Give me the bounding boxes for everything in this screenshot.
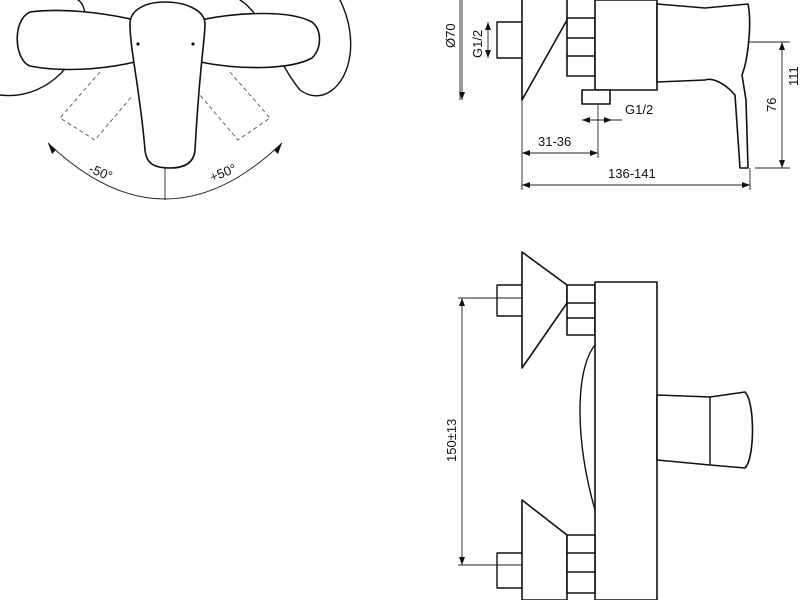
angle-left-label: -50° bbox=[87, 161, 115, 184]
lower-nut bbox=[566, 534, 596, 594]
arc-arrow-right bbox=[274, 143, 282, 154]
thread-bottom-label: G1/2 bbox=[625, 102, 653, 117]
side-body bbox=[594, 0, 658, 91]
side-outlet bbox=[581, 89, 611, 105]
side-rosette bbox=[521, 0, 568, 101]
handle-screw-right bbox=[191, 42, 195, 46]
front-view: -50° +50° bbox=[0, 0, 352, 200]
side-handle bbox=[656, 3, 751, 169]
top-body bbox=[594, 281, 658, 600]
handle-height-label: 76 bbox=[764, 98, 779, 112]
arc-arrow-left bbox=[48, 143, 56, 154]
side-view: Ø70 G1/2 G1/2 31-36 136-141 76 111 bbox=[443, 0, 800, 190]
total-height-label: 111 bbox=[786, 66, 800, 86]
offset-label: 31-36 bbox=[538, 134, 571, 149]
top-handle bbox=[656, 391, 754, 469]
rotated-handle-left bbox=[59, 71, 134, 141]
upper-nut bbox=[566, 284, 596, 336]
lower-rosette bbox=[521, 499, 568, 600]
handle-lever bbox=[129, 1, 206, 169]
angle-right-label: +50° bbox=[208, 161, 239, 185]
rotated-handle-right bbox=[199, 71, 271, 141]
side-nut bbox=[566, 17, 596, 77]
thread-top-label: G1/2 bbox=[470, 30, 485, 58]
handle-screw-left bbox=[136, 42, 140, 46]
outlet-diameter-label: Ø70 bbox=[443, 23, 458, 48]
upper-rosette bbox=[521, 251, 568, 369]
side-inlet-pipe bbox=[496, 21, 523, 59]
upper-inlet-pipe bbox=[496, 284, 523, 317]
spacing-label: 150±13 bbox=[444, 419, 459, 462]
depth-label: 136-141 bbox=[608, 166, 656, 181]
top-view: 150±13 bbox=[444, 251, 754, 600]
lower-inlet-pipe bbox=[496, 552, 523, 589]
body-contour bbox=[579, 344, 596, 511]
